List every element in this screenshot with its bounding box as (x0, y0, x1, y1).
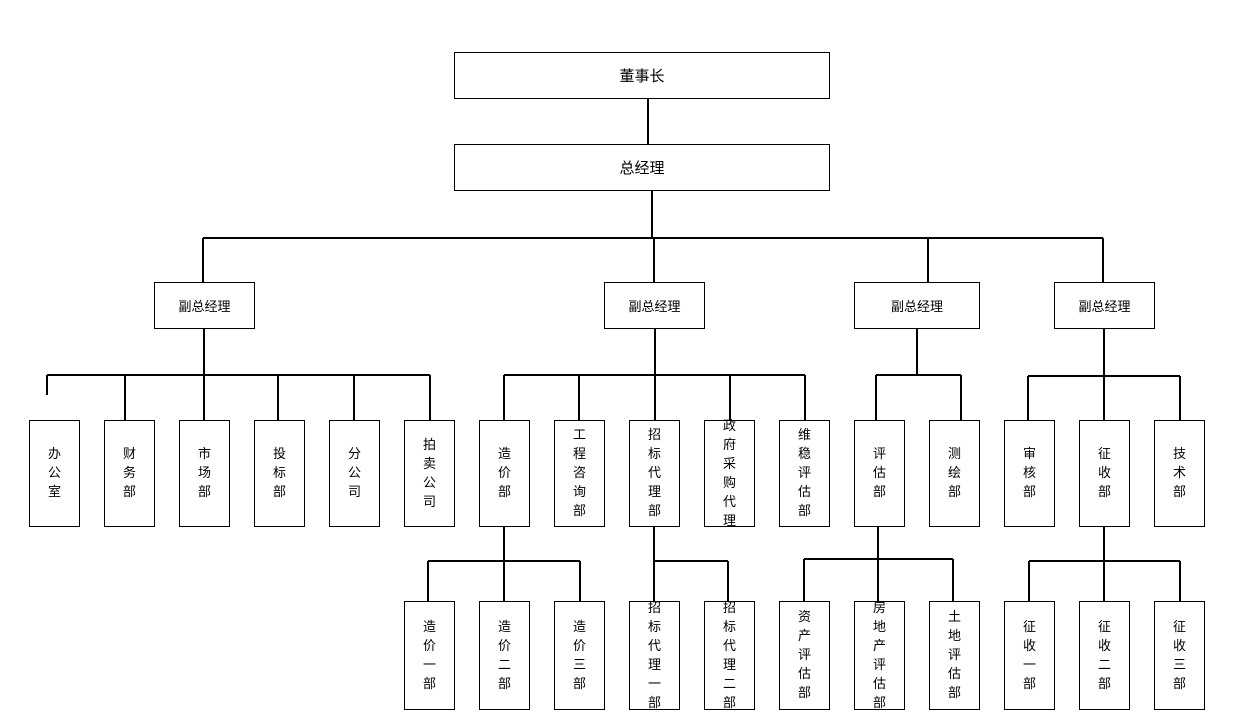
node-general-manager: 总经理 (454, 144, 830, 191)
node-auction: 拍卖公司 (404, 420, 455, 527)
node-survey: 测绘部 (929, 420, 980, 527)
node-chairman: 董事长 (454, 52, 830, 99)
node-tech: 技术部 (1154, 420, 1205, 527)
node-levy-2: 征收二部 (1079, 601, 1130, 710)
node-appraisal: 评估部 (854, 420, 905, 527)
node-costing-2: 造价二部 (479, 601, 530, 710)
node-finance: 财务部 (104, 420, 155, 527)
node-costing-1: 造价一部 (404, 601, 455, 710)
node-costing: 造价部 (479, 420, 530, 527)
node-realestate-eval: 房地产评估部 (854, 601, 905, 711)
node-branch: 分公司 (329, 420, 380, 527)
node-consult: 工程咨询部 (554, 420, 605, 527)
node-bidding: 投标部 (254, 420, 305, 527)
node-tender-agency: 招标代理部 (629, 420, 680, 527)
node-market: 市场部 (179, 420, 230, 527)
node-asset-eval: 资产评估部 (779, 601, 830, 710)
node-deputy-manager-4: 副总经理 (1054, 282, 1155, 329)
node-gov-procurement: 政府采购代理 (704, 419, 755, 529)
node-levy-1: 征收一部 (1004, 601, 1055, 710)
node-deputy-manager-2: 副总经理 (604, 282, 705, 329)
node-costing-3: 造价三部 (554, 601, 605, 710)
node-audit: 审核部 (1004, 420, 1055, 527)
node-deputy-manager-1: 副总经理 (154, 282, 255, 329)
node-tender-1: 招标代理一部 (629, 601, 680, 711)
node-levy-3: 征收三部 (1154, 601, 1205, 710)
node-land-eval: 土地评估部 (929, 601, 980, 710)
node-office: 办公室 (29, 420, 80, 527)
node-deputy-manager-3: 副总经理 (854, 282, 980, 329)
node-levy: 征收部 (1079, 420, 1130, 527)
node-stability-eval: 维稳评估部 (779, 420, 830, 527)
node-tender-2: 招标代理二部 (704, 601, 755, 711)
